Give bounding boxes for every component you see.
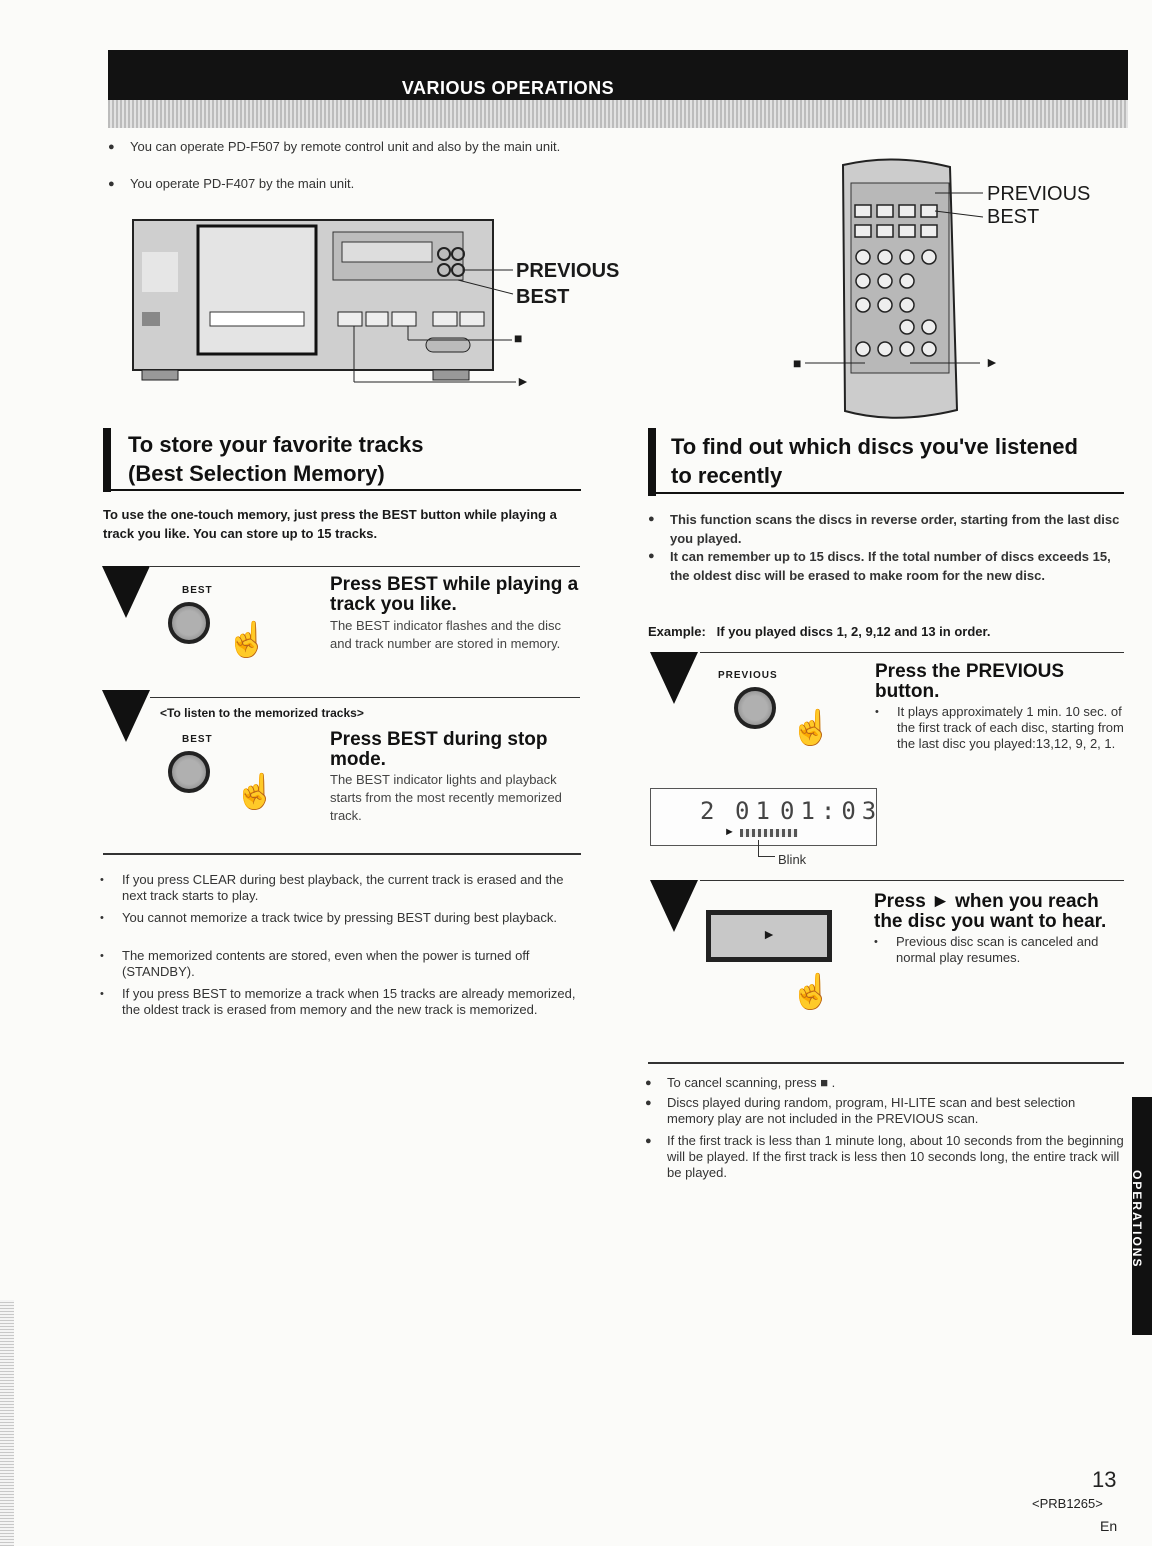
remote-diagram [805,158,984,419]
hand-pointer-icon: ☝ [226,621,269,659]
bullet-icon: ● [108,178,115,190]
remote-play-icon: ► [985,354,999,370]
bullet-icon: ● [108,141,115,153]
side-tab [1132,1097,1152,1335]
hand-pointer-icon: ☝ [790,973,833,1011]
step-heading: Press BEST while playing a track you lik… [330,574,579,615]
note-item: •If you press BEST to memorize a track w… [100,986,576,1017]
stop-icon: ■ [514,330,523,346]
remote-previous-label: PREVIOUS [987,183,1091,205]
scan-edge [0,1300,14,1546]
best-button-icon [168,602,210,644]
lcd-play-indicator-icon: ► [724,826,735,838]
bullet-icon: ● [645,1077,652,1089]
section-title-left: To store your favorite tracks (Best Sele… [128,432,424,486]
step-rule [700,652,1124,653]
best-button-icon [168,751,210,793]
step-arrow-icon [102,566,150,618]
page-number: 13 [1092,1467,1117,1492]
bullet-icon: • [100,874,104,886]
right-bullet: ●It can remember up to 15 discs. If the … [648,549,1111,583]
notes-rule [648,1062,1124,1064]
lcd-blink-indicator [740,829,798,837]
step-arrow-icon [102,690,150,742]
bullet-icon: • [100,912,104,924]
header-dither [108,100,1128,128]
step-rule [150,566,580,567]
lcd-disc: 2 [700,797,721,825]
remote-stop-icon: ■ [793,355,802,371]
doc-code: <PRB1265> [1032,1496,1103,1511]
section-rule [103,489,581,491]
blink-label: Blink [778,852,807,867]
lcd-track: 01 [735,797,776,825]
notes-rule [103,853,581,855]
note-item: ●To cancel scanning, press ■ . [645,1075,836,1090]
language-code: En [1100,1518,1118,1534]
step-arrow-icon [650,652,698,704]
step-body: The BEST indicator flashes and the disc … [330,618,561,651]
example-line: Example: If you played discs 1, 2, 9,12 … [648,624,991,639]
bullet-icon: • [874,936,878,948]
note-item: ●Discs played during random, program, HI… [645,1095,1076,1126]
play-icon: ► [516,373,530,389]
step-body: The BEST indicator lights and playback s… [330,772,562,823]
hand-pointer-icon: ☝ [790,709,833,747]
side-tab-label: OPERATIONS [1130,1170,1144,1269]
main-unit-diagram [132,219,516,383]
page-title: VARIOUS OPERATIONS [401,78,615,98]
step-rule [150,697,580,698]
right-bullet: ●This function scans the discs in revers… [648,512,1120,546]
play-icon: ► [762,926,776,942]
note-item: •You cannot memorize a track twice by pr… [100,910,557,925]
remote-best-label: BEST [987,206,1040,228]
bullet-icon: ● [648,513,655,525]
hand-pointer-icon: ☝ [234,773,277,811]
bullet-icon: ● [648,550,655,562]
note-item: •If you press CLEAR during best playback… [100,872,564,903]
left-intro: To use the one-touch memory, just press … [103,507,557,541]
section-bar [103,428,111,492]
step-heading: Press ► when you reach the disc you want… [874,891,1107,932]
section-rule [648,492,1124,494]
main-best-label: BEST [516,286,570,308]
intro-item: ●You operate PD-F407 by the main unit. [108,176,355,191]
blink-pointer [758,840,775,857]
sub-heading: <To listen to the memorized tracks> [160,706,364,720]
bullet-icon: • [100,988,104,1000]
note-item: •The memorized contents are stored, even… [100,948,530,979]
play-button-image: ► [706,910,832,962]
section-title-right: To find out which discs you've listened … [671,434,1078,488]
step-heading: Press BEST during stop mode. [330,729,548,770]
intro-item: ●You can operate PD-F507 by remote contr… [108,139,561,154]
bullet-icon: ● [645,1097,652,1109]
step-body: •It plays approximately 1 min. 10 sec. o… [875,704,1124,751]
step-arrow-icon [650,880,698,932]
step-rule [700,880,1124,881]
bullet-icon: • [875,706,879,718]
note-item: ●If the first track is less than 1 minut… [645,1133,1124,1180]
step-heading: Press the PREVIOUS button. [875,661,1065,702]
lcd-time: 01:03 [780,797,883,825]
button-label: BEST [182,585,213,596]
section-bar [648,428,656,496]
button-label: PREVIOUS [718,670,778,681]
main-previous-label: PREVIOUS [516,260,620,282]
step-body: •Previous disc scan is canceled and norm… [874,934,1099,965]
previous-button-icon [734,687,776,729]
button-label: BEST [182,734,213,745]
bullet-icon: • [100,950,104,962]
bullet-icon: ● [645,1135,652,1147]
